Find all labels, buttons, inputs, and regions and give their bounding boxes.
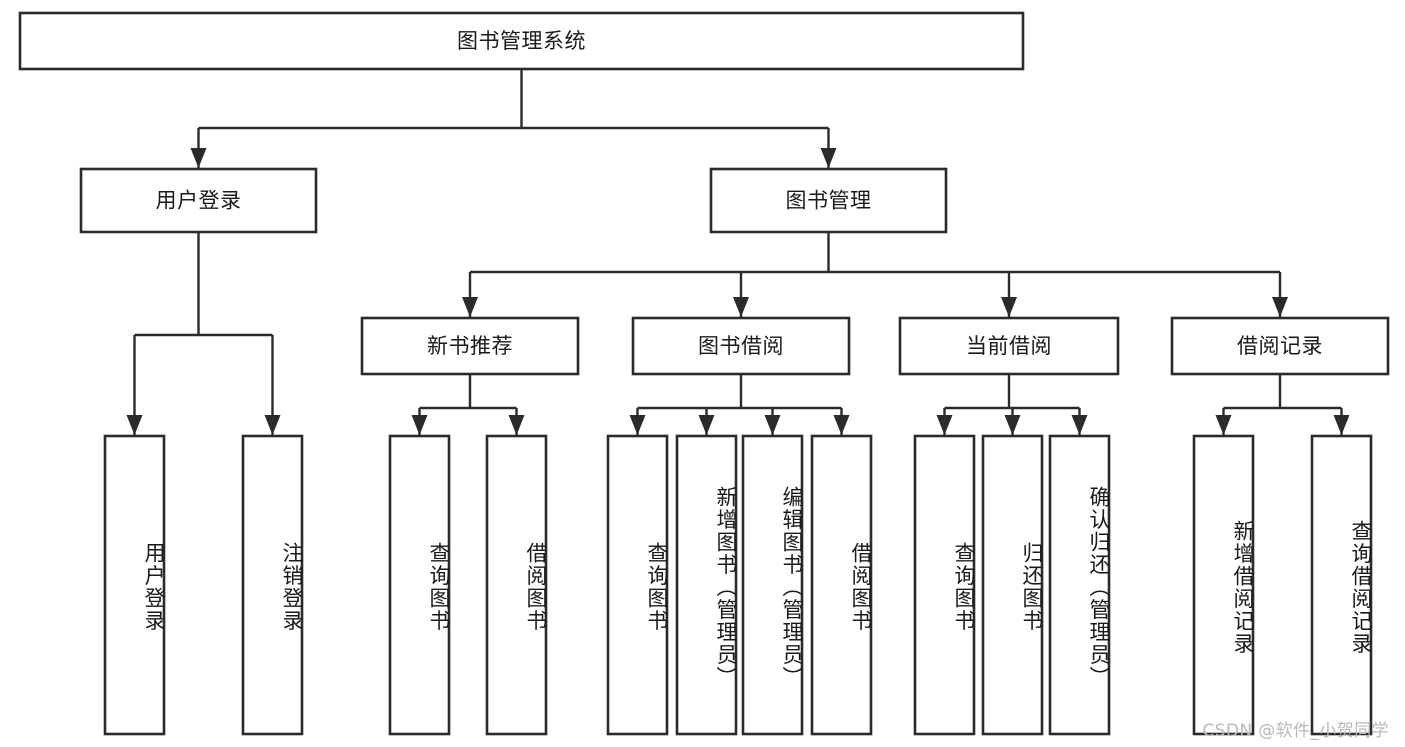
edge-book-manage-arrow-1 bbox=[733, 297, 749, 317]
node-current-borrow-box[interactable] bbox=[898, 316, 1120, 376]
node-leaf-query-borrow-record-box[interactable] bbox=[1310, 434, 1373, 736]
edge-root-arrow-1 bbox=[820, 148, 837, 168]
node-borrow-record-label: 借阅记录 bbox=[1237, 334, 1323, 358]
edge-new-book-recommend-arrow-0 bbox=[411, 415, 428, 435]
edge-borrow-record-arrow-0 bbox=[1215, 415, 1232, 435]
edge-current-borrow-arrow-2 bbox=[1071, 415, 1088, 435]
edge-user-login-arrow-0 bbox=[126, 415, 143, 435]
node-leaf-borrow-book-rec-box[interactable] bbox=[485, 434, 548, 736]
edge-user-login-arrow-1 bbox=[264, 415, 281, 435]
edge-book-borrow-arrow-1 bbox=[698, 415, 715, 435]
node-new-book-recommend-box[interactable] bbox=[360, 316, 580, 376]
node-root-label: 图书管理系统 bbox=[457, 29, 586, 53]
node-leaf-add-book-admin-box[interactable] bbox=[675, 434, 738, 736]
node-root-box[interactable] bbox=[18, 11, 1025, 71]
edge-current-borrow-arrow-1 bbox=[1004, 415, 1021, 435]
node-book-borrow-box[interactable] bbox=[631, 316, 851, 376]
edges-layer bbox=[126, 69, 1350, 435]
node-current-borrow-label: 当前借阅 bbox=[966, 334, 1052, 358]
node-user-login-box[interactable] bbox=[79, 167, 318, 234]
edge-book-manage-arrow-2 bbox=[1001, 297, 1017, 317]
boxes-layer bbox=[18, 11, 1390, 736]
edge-new-book-recommend-arrow-1 bbox=[508, 415, 525, 435]
node-leaf-query-book-rec-box[interactable] bbox=[388, 434, 451, 736]
edge-root-arrow-0 bbox=[190, 148, 207, 168]
node-book-manage-label: 图书管理 bbox=[786, 189, 872, 213]
node-leaf-logout-login-box[interactable] bbox=[241, 434, 304, 736]
edge-book-manage-arrow-3 bbox=[1272, 297, 1288, 317]
edge-current-borrow-arrow-0 bbox=[936, 415, 953, 435]
edge-book-manage-arrow-0 bbox=[462, 297, 478, 317]
node-leaf-return-book-box[interactable] bbox=[981, 434, 1044, 736]
edge-borrow-record-arrow-1 bbox=[1333, 415, 1350, 435]
node-borrow-record-box[interactable] bbox=[1170, 316, 1390, 376]
node-leaf-query-book-borrow-box[interactable] bbox=[606, 434, 669, 736]
node-leaf-edit-book-admin-box[interactable] bbox=[741, 434, 804, 736]
node-leaf-add-borrow-record-box[interactable] bbox=[1192, 434, 1255, 736]
node-leaf-confirm-return-admin-box[interactable] bbox=[1048, 434, 1111, 736]
edge-book-borrow-arrow-2 bbox=[764, 415, 781, 435]
node-book-manage-box[interactable] bbox=[709, 167, 948, 234]
edge-book-borrow-arrow-0 bbox=[629, 415, 646, 435]
node-user-login-label: 用户登录 bbox=[156, 189, 242, 213]
node-book-borrow-label: 图书借阅 bbox=[698, 334, 784, 358]
node-leaf-query-book-cur-box[interactable] bbox=[913, 434, 976, 736]
edge-book-borrow-arrow-3 bbox=[833, 415, 850, 435]
node-new-book-recommend-label: 新书推荐 bbox=[427, 334, 513, 358]
node-leaf-borrow-book-box[interactable] bbox=[810, 434, 873, 736]
node-leaf-user-login-box[interactable] bbox=[103, 434, 166, 736]
csdn-watermark: CSDN @软件_小贺同学 bbox=[1202, 721, 1389, 741]
